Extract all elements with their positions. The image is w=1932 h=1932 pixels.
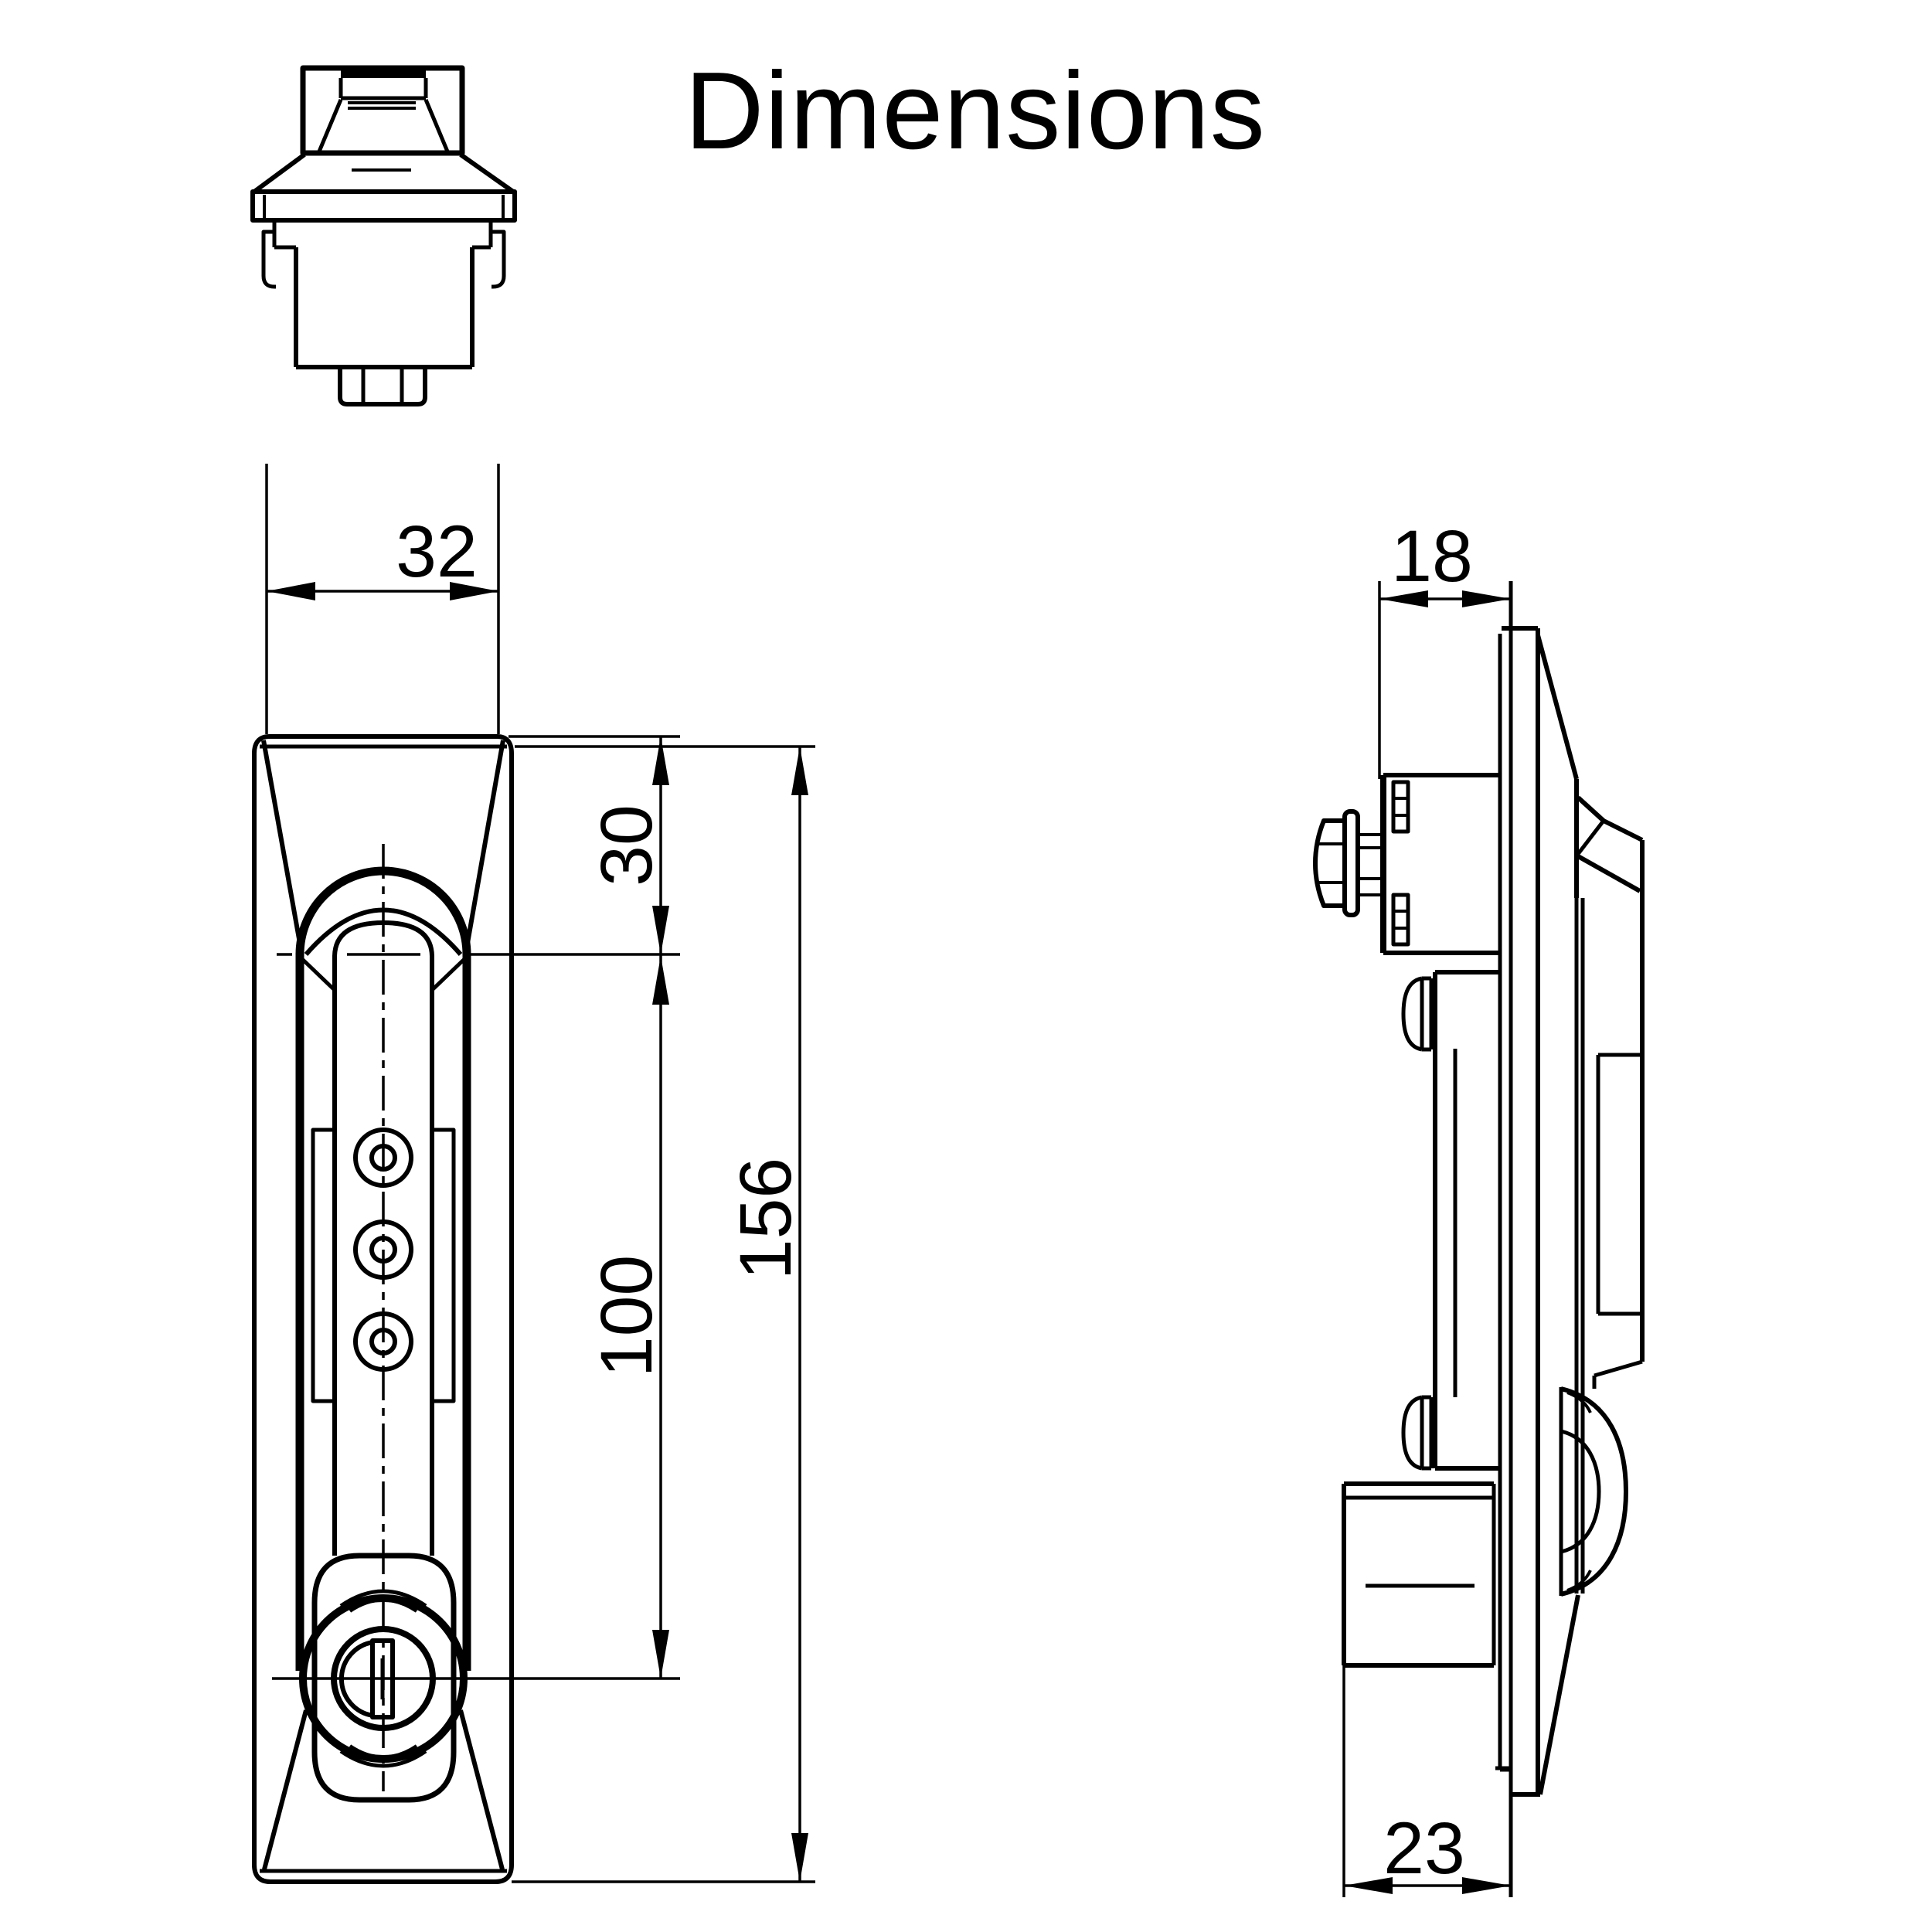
cup-detail-arc — [339, 1589, 427, 1608]
hex-nut — [1313, 818, 1347, 908]
grip-chamfer-lines — [317, 99, 450, 152]
dim-case-23: 23 — [1342, 1665, 1511, 1897]
housing-outline — [1433, 970, 1500, 1471]
dim-label-30: 30 — [586, 804, 668, 886]
bracket-edges — [1383, 773, 1500, 955]
grip-block-outline — [300, 65, 465, 156]
handle-side-lines — [1574, 898, 1585, 1594]
dim-label-32: 32 — [396, 511, 478, 593]
profile-top-slope — [1536, 634, 1579, 780]
flange-corner-ticks — [263, 195, 505, 219]
dim-spacing-100: 100 — [586, 954, 669, 1679]
clip-tab — [1391, 780, 1410, 834]
case-edges — [1344, 1481, 1494, 1668]
recess-taper-top — [261, 740, 505, 948]
roof-slope-lines — [253, 152, 515, 194]
handle-channel-edges — [295, 953, 471, 1671]
side-view — [1313, 581, 1645, 1897]
arrowheads — [1344, 1877, 1511, 1894]
dim-height-156: 156 — [512, 745, 815, 1883]
clip-tab — [1391, 893, 1410, 947]
dim-label-18: 18 — [1391, 515, 1473, 597]
dim-label-100: 100 — [586, 1255, 668, 1378]
dim-offset-30: 30 — [509, 735, 680, 954]
grip-top-band — [341, 68, 426, 78]
escutcheon-outline — [252, 734, 514, 1884]
handle-pad-outline — [1596, 1053, 1642, 1316]
profile-beak-upper — [1576, 795, 1644, 842]
stud-lines — [1358, 833, 1383, 896]
profile-bottom-slope — [1538, 1594, 1580, 1795]
dim-width-32: 32 — [265, 464, 500, 734]
left-clip — [261, 230, 277, 289]
page-title: Dimensions — [685, 49, 1266, 172]
front-view — [252, 734, 680, 1884]
arrowheads — [652, 736, 669, 954]
dim-depth-18: 18 — [1378, 515, 1511, 779]
flange-outline — [250, 189, 517, 223]
profile-beak-inner — [1577, 819, 1605, 855]
body-outline — [294, 247, 474, 369]
recess-taper-bottom — [262, 1709, 505, 1870]
shoulder-edges — [272, 220, 493, 250]
clip-tab-lines — [1393, 797, 1408, 817]
clip-tab-lines — [1393, 910, 1408, 930]
cup-detail-arc — [339, 1749, 427, 1768]
grip-inner-edges — [338, 78, 428, 100]
hex-nut-bottom — [338, 367, 427, 406]
arrowheads — [1379, 590, 1511, 607]
top-view — [250, 65, 517, 406]
extension-line — [512, 745, 815, 1883]
dome-screw — [1401, 1395, 1434, 1471]
grip-detail-lines — [348, 101, 416, 110]
hex-nut-flats — [1318, 842, 1345, 884]
dome-screw — [1401, 976, 1434, 1052]
cylinder-bulge-inner — [1560, 1429, 1601, 1554]
dim-label-23: 23 — [1383, 1808, 1465, 1889]
dim-label-156: 156 — [725, 1158, 807, 1281]
cylinder-bulge-outer — [1560, 1386, 1628, 1597]
arrowheads — [267, 582, 498, 600]
profile-recess-step — [1592, 1359, 1643, 1389]
washer — [1342, 809, 1360, 917]
right-clip — [491, 230, 506, 289]
profile-beak-lower — [1577, 854, 1641, 893]
hex-nut-flats — [361, 367, 404, 404]
bulge-detail-arcs — [1566, 1391, 1592, 1592]
extension-line — [265, 464, 500, 734]
